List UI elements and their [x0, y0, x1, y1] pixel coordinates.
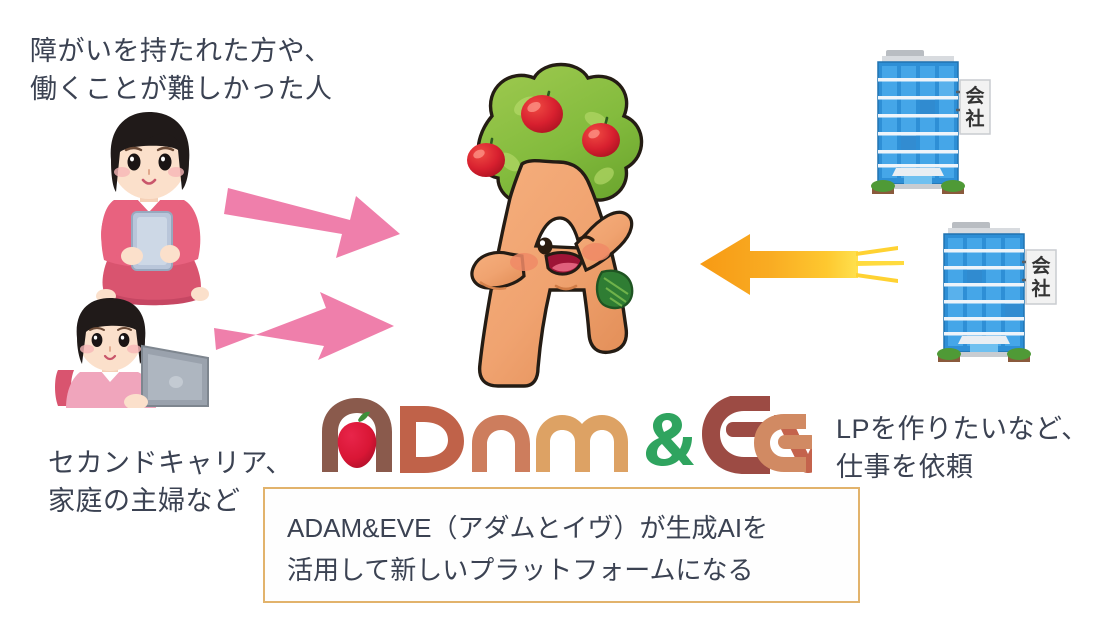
company-sign-char-1: 会 [965, 84, 984, 107]
company-sign-char-2: 社 [1030, 277, 1050, 300]
person-with-tablet-illustration [70, 104, 222, 309]
logo-letter-d [400, 406, 464, 473]
logo-ampersand [646, 413, 694, 466]
arrow-orange-left [698, 228, 904, 302]
company-sign-plate [959, 79, 991, 135]
arrow-pink-up-right [212, 288, 398, 366]
mascot-apple-top-left [521, 90, 563, 133]
mascot-cheek-left [510, 253, 538, 271]
label-target-audience-second-career: セカンドキャリア、 家庭の主婦など [48, 448, 293, 516]
label-client-request: LPを作りたいなど、 仕事を依頼 [836, 414, 1089, 482]
summary-caption-text: ADAM&EVE（アダムとイヴ）が生成AIを 活用して新しいプラットフォームにな… [287, 513, 769, 585]
logo-letter-m [536, 415, 628, 472]
person-with-laptop-illustration [52, 296, 212, 410]
mascot-leaf-tail [595, 269, 634, 310]
mascot-eye-wink [576, 235, 595, 242]
building-company-top-illustration: 会 社 [860, 44, 1002, 206]
logo-letter-a1 [322, 398, 392, 472]
mascot-cheek-right [582, 243, 610, 261]
summary-caption-box: ADAM&EVE（アダムとイヴ）が生成AIを 活用して新しいプラットフォームにな… [263, 487, 860, 603]
mascot-eye [537, 237, 553, 255]
logo-letter-e2 [754, 414, 818, 472]
arrow-pink-down-right [224, 172, 404, 260]
logo-apple [337, 411, 377, 468]
adam-eve-tree-mascot [418, 58, 668, 394]
logo-letter-a2 [472, 415, 530, 472]
building-company-bottom-illustration: 会 社 [926, 218, 1068, 374]
company-sign-char-1: 会 [1031, 254, 1050, 277]
mascot-apple-right [582, 116, 620, 157]
company-sign-plate [1025, 249, 1057, 305]
mascot-apple-left [467, 137, 505, 177]
adam-and-eve-logo [312, 394, 842, 474]
label-target-audience-disability: 障がいを持たれた方や、 働くことが難しかった人 [30, 36, 333, 104]
company-sign-char-2: 社 [964, 107, 984, 130]
